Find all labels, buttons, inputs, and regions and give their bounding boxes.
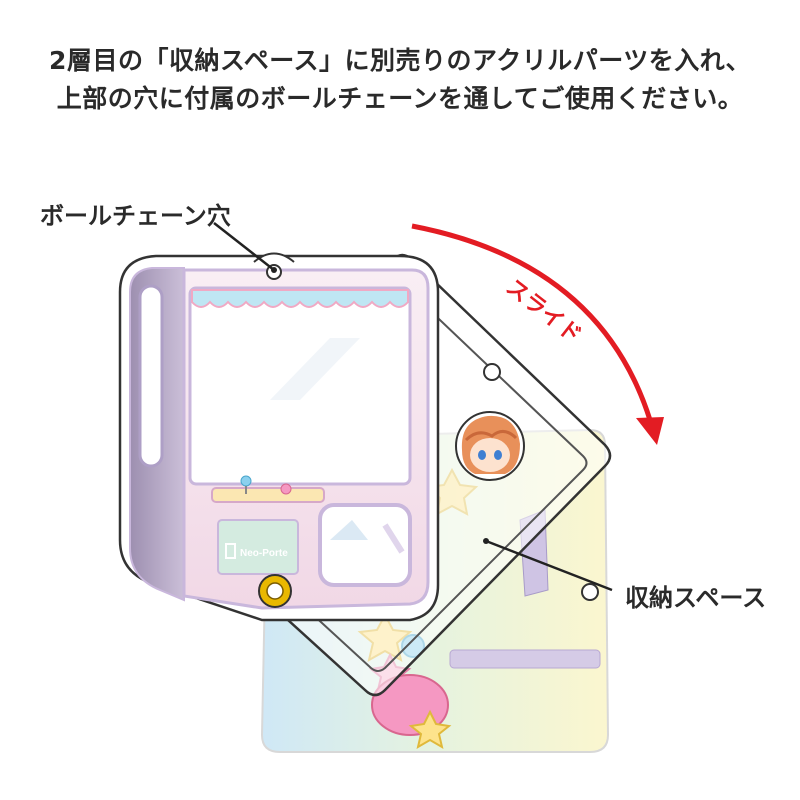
slide-arrow-head bbox=[636, 417, 664, 445]
brand-logo-text: Neo-Porte bbox=[240, 548, 300, 559]
ball-chain-hole-label: ボールチェーン穴 bbox=[40, 196, 231, 231]
character-sticker bbox=[456, 412, 524, 480]
storage-space-label: 収納スペース bbox=[625, 578, 766, 613]
front-layer bbox=[120, 254, 438, 621]
